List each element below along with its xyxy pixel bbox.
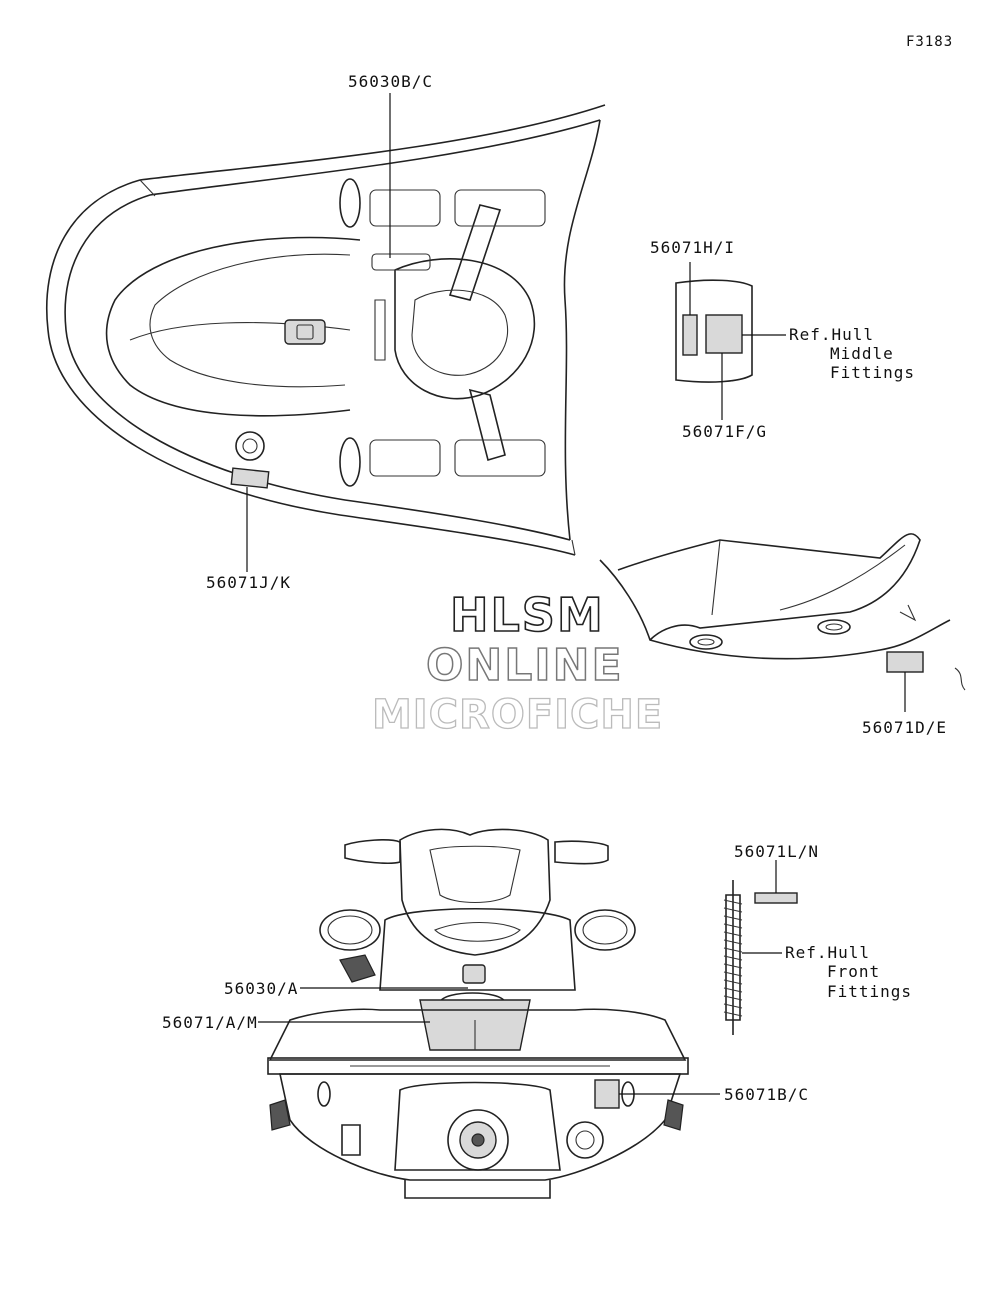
front-fittings-rod (723, 880, 798, 1035)
callout-56071BC: 56071B/C (724, 1085, 809, 1104)
watercraft-rear-view (267, 828, 689, 1199)
watermark-line2: ONLINE (426, 640, 624, 691)
ref-front-line2: Front (827, 962, 880, 981)
ref-front-line1: Ref.Hull (785, 943, 870, 962)
ref-middle-line3: Fittings (830, 363, 915, 382)
watermark-line3: MICROFICHE (372, 692, 663, 738)
callout-56071AM: 56071/A/M (162, 1013, 258, 1032)
callout-56030BC: 56030B/C (348, 72, 433, 91)
callout-56071JK: 56071J/K (206, 573, 291, 592)
callout-56030A: 56030/A (224, 979, 298, 998)
ref-middle-line1: Ref.Hull (789, 325, 874, 344)
watermark-line1: HLSM (450, 588, 605, 642)
callout-56071HI: 56071H/I (650, 238, 735, 257)
ref-middle-line2: Middle (830, 344, 894, 363)
callout-56071DE: 56071D/E (862, 718, 947, 737)
callout-56071FG: 56071F/G (682, 422, 767, 441)
callout-56071LN: 56071L/N (734, 842, 819, 861)
middle-fittings-panel (675, 279, 753, 383)
watercraft-top-view (46, 104, 606, 556)
figure-code: F3183 (906, 34, 953, 50)
seat-side-view (599, 533, 966, 691)
ref-front-line3: Fittings (827, 982, 912, 1001)
